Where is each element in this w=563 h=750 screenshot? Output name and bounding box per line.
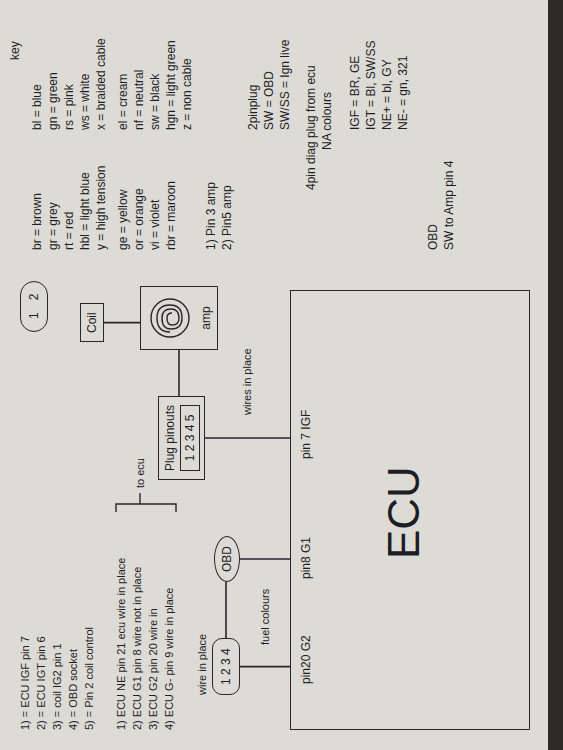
amp-scribble [151,299,189,337]
key-entry: x = braided cable [94,38,108,130]
key-entry: vi = violet [148,200,162,250]
obd-socket: OBD [214,536,240,582]
node-text: 1 2 3 4 [219,648,233,685]
key-entry: ge = yellow [116,190,130,250]
pin-label: pin 7 IGF [299,410,313,459]
note: 1) Pin 3 amp [204,182,218,250]
pin-list: 3) = coil IG2 pin 1 [50,643,64,730]
node-text: 1 [27,312,41,319]
coil-box: Coil [80,303,104,342]
pin-list: 4) = OBD socket [66,649,80,730]
note: IGF = BR, GE [348,56,362,130]
key-entry: y = high tension [94,166,108,250]
node-text: amp [199,295,213,341]
pin-list: 2) = ECU IGT pin 6 [34,636,48,730]
note: NE+ = bl, GY [380,59,394,130]
wire [225,582,227,638]
pin-list: 4) ECU G- pin 9 wire in place [162,588,176,730]
note: to ecu [133,458,147,488]
pin-list: 2) ECU G1 pin 8 wire not in place [130,567,144,730]
ecu-box: pin 7 IGF pin8 G1 pin20 G2 ECU [290,290,530,730]
key-entry: hgn = light green [164,40,178,130]
to-ecu-bracket [116,493,176,512]
two-pin-plug: 12 [20,281,48,332]
diag-plug: 1 2 3 4 [212,638,240,695]
note: 2) Pin5 amp [220,185,234,250]
note: IGT = Bl, SW/SS [364,41,378,130]
note: SW = OBD [262,71,276,130]
note: NA colours [320,92,334,150]
wire [178,350,180,396]
node-text: Plug pinouts [163,405,177,471]
key-entry: ws = white [78,74,92,130]
node-text: Coil [85,312,99,333]
key-entry: or = orange [132,188,146,250]
pin-list: 1) ECU NE pin 21 ecu wire in place [114,558,128,730]
note: wire in place [195,634,209,695]
wire [240,666,290,668]
note: SW to Amp pin 4 [442,161,456,250]
note: 4pin diag plug from ecu [304,65,318,190]
node-text: 1 2 3 4 5 [180,405,200,471]
plug-pinouts-box: Plug pinouts1 2 3 4 5 [158,396,205,480]
pin-list: 5) = Pin 2 coil control [82,627,96,730]
note: 2pinplug [246,85,260,130]
key-entry: sw = black [148,74,162,130]
key-entry: nf = neutral [132,70,146,130]
note: SW/SS = Ign live [278,40,292,130]
key-entry: el = cream [116,74,130,130]
node-text: 2 [27,294,41,301]
key-entry: gn = green [46,72,60,130]
note: NE- = gn, 321 [396,56,410,130]
pin-label: pin8 G1 [299,537,313,579]
pin-label: pin20 G2 [299,635,313,684]
note: OBD [426,224,440,250]
pin-list: 3) ECU G2 pin 20 wire in [146,608,160,730]
note: fuel colours [258,589,272,645]
key-entry: rt = red [62,212,76,250]
pin-list: 1) = ECU IGF pin 7 [18,636,32,730]
note: wires in place [240,348,254,415]
wire [205,437,290,439]
key-entry: z = non cable [180,58,194,130]
key-entry: gr = grey [46,202,60,250]
key-entry: bl = blue [30,84,44,130]
node-text: ECU [379,466,429,559]
key-entry: hbl = light blue [78,172,92,250]
notebook-binding [548,0,563,750]
wire [240,558,290,560]
node-text: OBD [220,546,234,572]
key-entry: br = brown [30,193,44,250]
amp-box: amp [140,286,218,350]
key-entry: rbr = maroon [164,181,178,250]
key-entry: rs = pink [62,84,76,130]
key-heading: key [8,41,22,60]
wire [104,322,140,324]
